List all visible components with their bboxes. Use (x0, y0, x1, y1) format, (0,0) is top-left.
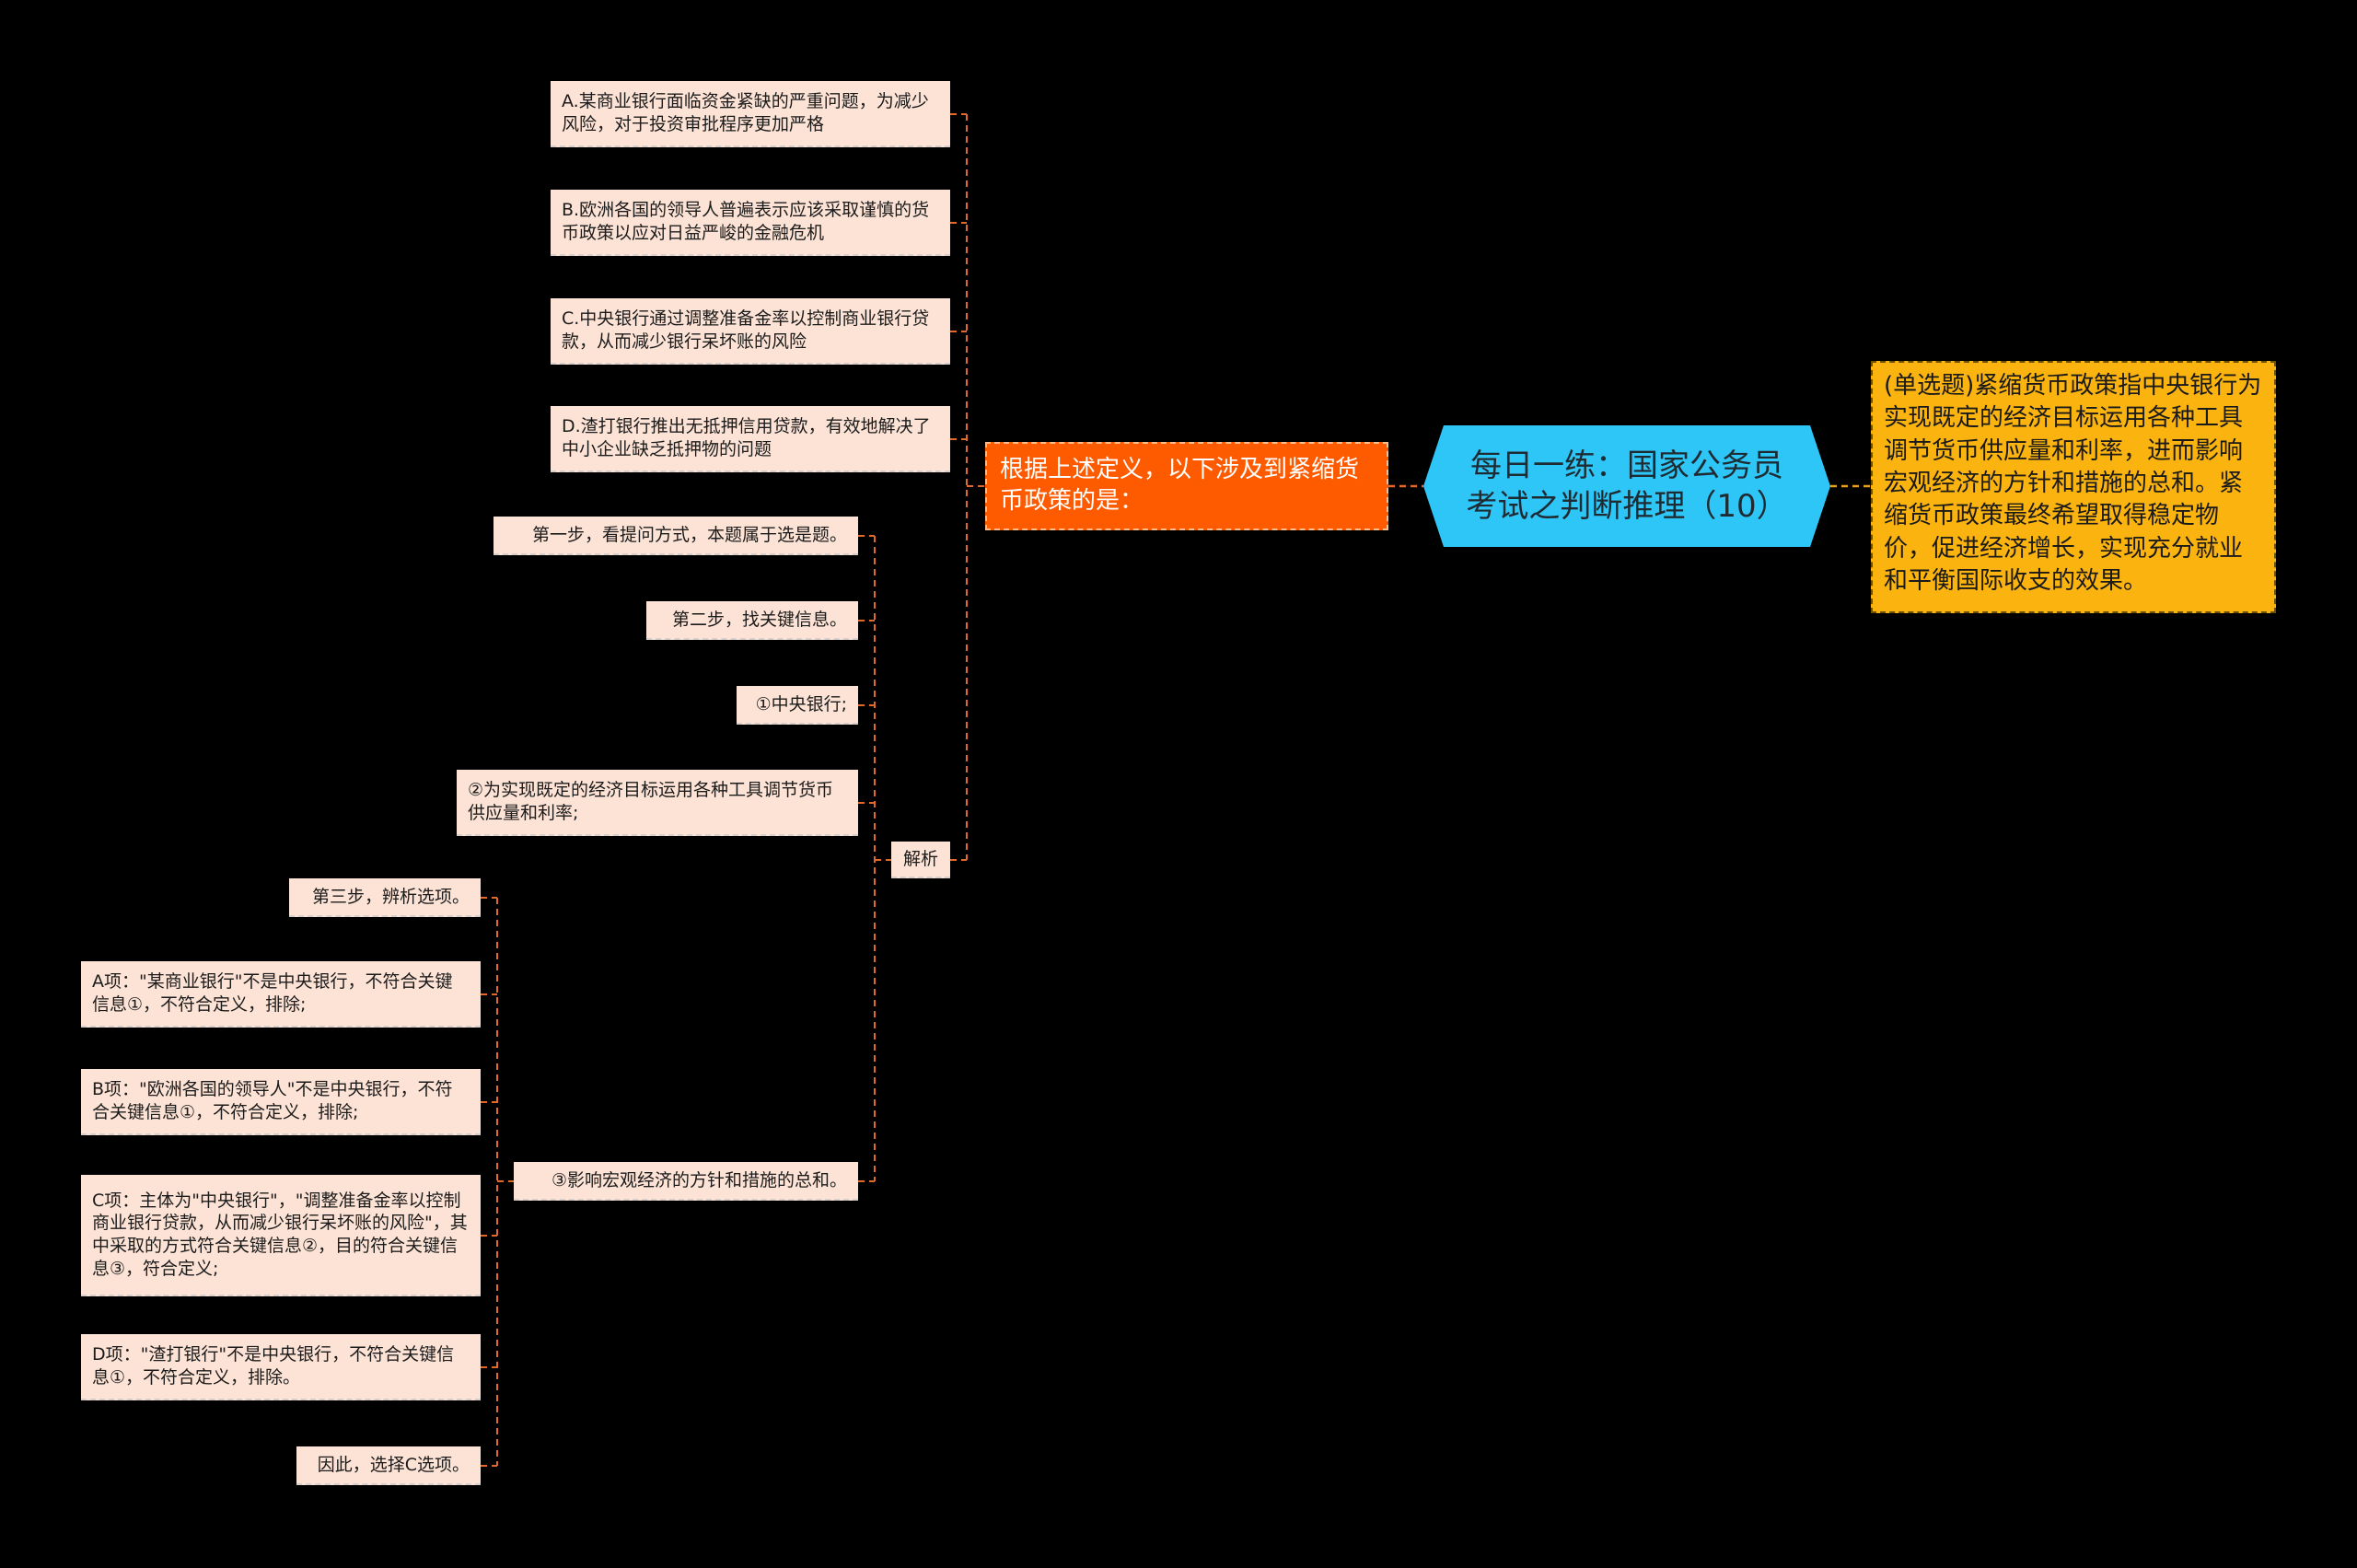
option-a[interactable]: A.某商业银行面临资金紧缺的严重问题，为减少风险，对于投资审批程序更加严格 (551, 81, 950, 147)
definition-text: (单选题)紧缩货币政策指中央银行为实现既定的经济目标运用各种工具调节货币供应量和… (1884, 372, 2262, 596)
analysis-node[interactable]: 解析 (891, 842, 950, 878)
question-node[interactable]: 根据上述定义，以下涉及到紧缩货币政策的是： (985, 442, 1388, 530)
definition-node[interactable]: (单选题)紧缩货币政策指中央银行为实现既定的经济目标运用各种工具调节货币供应量和… (1871, 361, 2276, 613)
step-5[interactable]: ③影响宏观经济的方针和措施的总和。 (514, 1162, 858, 1201)
detail-6[interactable]: 因此，选择C选项。 (296, 1446, 481, 1485)
detail-5[interactable]: D项："渣打银行"不是中央银行，不符合关键信息①，不符合定义，排除。 (81, 1334, 481, 1400)
step-1[interactable]: 第一步，看提问方式，本题属于选是题。 (493, 517, 858, 555)
step-2-text: 第二步，找关键信息。 (671, 609, 847, 630)
detail-6-text: 因此，选择C选项。 (317, 1454, 470, 1475)
option-b-text: B.欧洲各国的领导人普遍表示应该采取谨慎的货币政策以应对日益严峻的金融危机 (562, 200, 930, 243)
option-a-text: A.某商业银行面临资金紧缺的严重问题，为减少风险，对于投资审批程序更加严格 (562, 91, 929, 134)
option-d[interactable]: D.渣打银行推出无抵押信用贷款，有效地解决了中小企业缺乏抵押物的问题 (551, 406, 950, 472)
step-2[interactable]: 第二步，找关键信息。 (646, 601, 858, 640)
detail-1[interactable]: 第三步，辨析选项。 (289, 878, 481, 917)
option-c-text: C.中央银行通过调整准备金率以控制商业银行贷款，从而减少银行呆坏账的风险 (562, 308, 930, 352)
step-1-text: 第一步，看提问方式，本题属于选是题。 (531, 524, 847, 545)
step-3[interactable]: ①中央银行; (737, 686, 858, 725)
detail-2-text: A项："某商业银行"不是中央银行，不符合关键信息①，不符合定义，排除; (92, 971, 453, 1015)
detail-4-text: C项：主体为"中央银行"，"调整准备金率以控制商业银行贷款，从而减少银行呆坏账的… (92, 1190, 468, 1279)
center-topic-title: 每日一练：国家公务员考试之判断推理（10） (1466, 447, 1788, 525)
step-4[interactable]: ②为实现既定的经济目标运用各种工具调节货币供应量和利率; (457, 770, 858, 836)
option-c[interactable]: C.中央银行通过调整准备金率以控制商业银行贷款，从而减少银行呆坏账的风险 (551, 298, 950, 365)
detail-1-text: 第三步，辨析选项。 (311, 886, 470, 907)
step-3-text: ①中央银行; (755, 693, 847, 714)
detail-3[interactable]: B项："欧洲各国的领导人"不是中央银行，不符合关键信息①，不符合定义，排除; (81, 1069, 481, 1135)
step-5-text: ③影响宏观经济的方针和措施的总和。 (551, 1169, 847, 1191)
detail-3-text: B项："欧洲各国的领导人"不是中央银行，不符合关键信息①，不符合定义，排除; (92, 1079, 453, 1122)
center-topic[interactable]: 每日一练：国家公务员考试之判断推理（10） (1423, 425, 1830, 547)
question-text: 根据上述定义，以下涉及到紧缩货币政策的是： (1000, 456, 1360, 515)
analysis-label: 解析 (902, 848, 938, 869)
detail-5-text: D项："渣打银行"不是中央银行，不符合关键信息①，不符合定义，排除。 (92, 1344, 455, 1388)
step-4-text: ②为实现既定的经济目标运用各种工具调节货币供应量和利率; (468, 780, 834, 823)
option-d-text: D.渣打银行推出无抵押信用贷款，有效地解决了中小企业缺乏抵押物的问题 (562, 416, 931, 459)
detail-4[interactable]: C项：主体为"中央银行"，"调整准备金率以控制商业银行贷款，从而减少银行呆坏账的… (81, 1175, 481, 1296)
option-b[interactable]: B.欧洲各国的领导人普遍表示应该采取谨慎的货币政策以应对日益严峻的金融危机 (551, 190, 950, 256)
detail-2[interactable]: A项："某商业银行"不是中央银行，不符合关键信息①，不符合定义，排除; (81, 961, 481, 1028)
